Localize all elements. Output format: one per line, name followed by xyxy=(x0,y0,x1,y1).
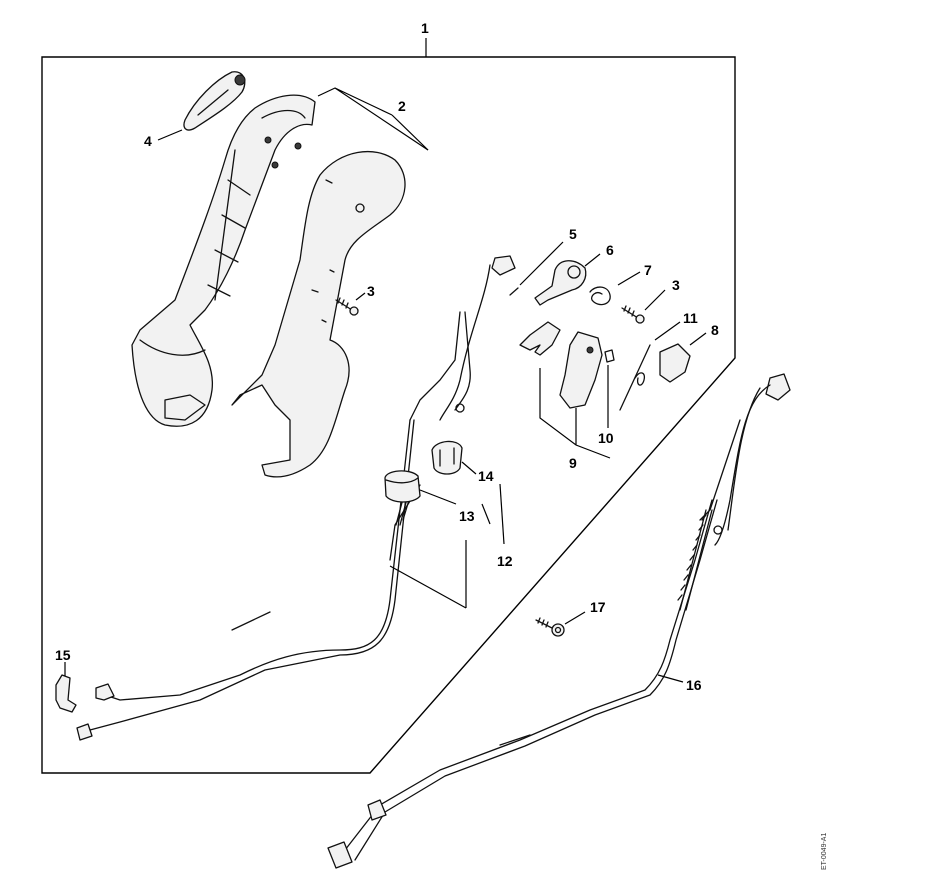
callout-2: 2 xyxy=(398,98,406,114)
callout-11: 11 xyxy=(683,310,698,326)
torsion-spring xyxy=(589,271,641,306)
coil-spring xyxy=(619,321,681,411)
callout-6: 6 xyxy=(606,242,614,258)
trigger-switch xyxy=(534,253,601,306)
part-2-bracket xyxy=(317,87,429,151)
handle-cover xyxy=(231,150,406,478)
callout-1: 1 xyxy=(421,20,429,36)
callout-10: 10 xyxy=(598,430,614,446)
assembly-frame xyxy=(41,38,736,774)
callout-13: 13 xyxy=(459,508,475,524)
trigger-set xyxy=(519,321,611,459)
callout-5: 5 xyxy=(569,226,577,242)
callout-15: 15 xyxy=(55,647,71,663)
callout-3-left: 3 xyxy=(367,283,375,299)
housing-shell xyxy=(131,94,316,427)
callout-3-right: 3 xyxy=(672,277,680,293)
reference-code: ET-0049-A1 xyxy=(821,833,828,870)
callout-7: 7 xyxy=(644,262,652,278)
callout-14: 14 xyxy=(478,468,494,484)
callout-17: 17 xyxy=(590,599,606,615)
callout-12: 12 xyxy=(497,553,513,569)
small-spring xyxy=(604,349,615,428)
screw-collar xyxy=(535,611,586,637)
screw-right xyxy=(621,289,666,324)
screw-left xyxy=(335,292,366,316)
callout-16: 16 xyxy=(686,677,702,693)
lock-lever xyxy=(659,332,707,383)
callout-4: 4 xyxy=(144,133,152,149)
pin xyxy=(509,241,564,296)
callout-labels: 1 2 3 4 5 6 7 3 11 8 9 10 14 13 12 15 16… xyxy=(55,20,828,870)
callout-8: 8 xyxy=(711,322,719,338)
grommet xyxy=(384,470,491,525)
clip xyxy=(157,71,246,141)
cable-harness xyxy=(327,373,791,869)
sleeve xyxy=(431,440,505,545)
clamp xyxy=(55,662,77,713)
callout-9: 9 xyxy=(569,455,577,471)
